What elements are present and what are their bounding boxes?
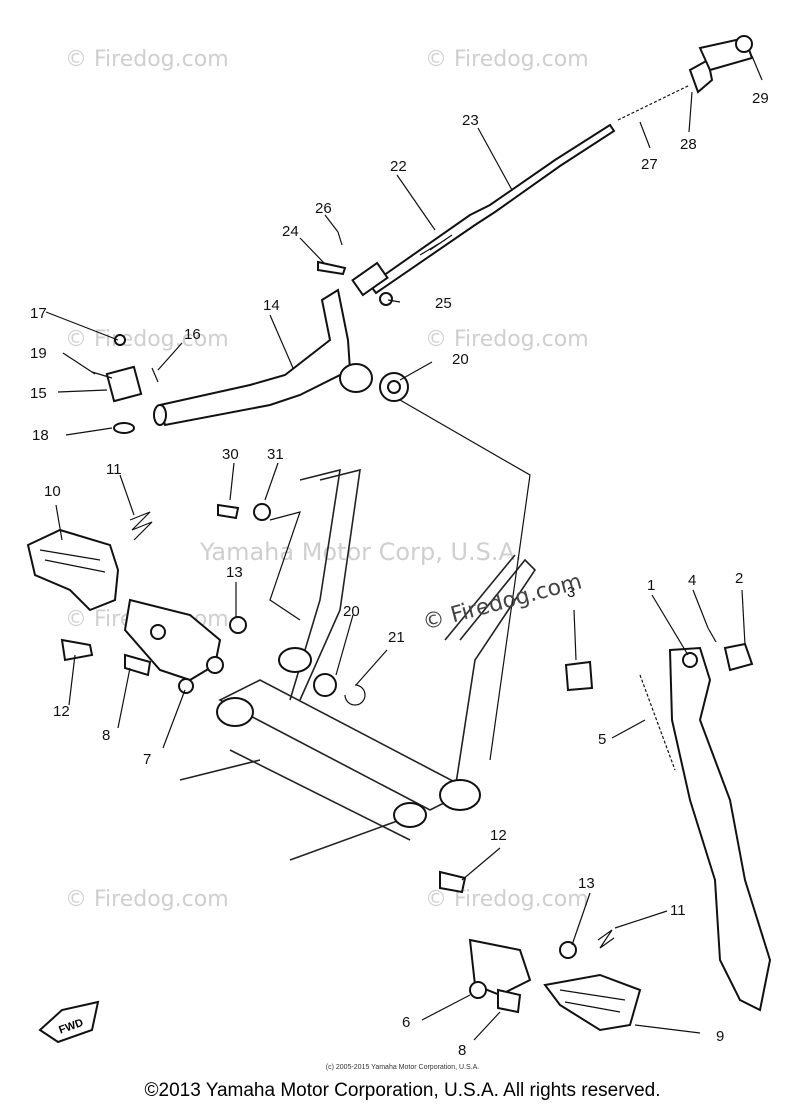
- callout-20: 20: [452, 351, 469, 368]
- callout-11b: 11: [670, 902, 686, 919]
- small-copyright: (c) 2005-2015 Yamaha Motor Corporation, …: [325, 1064, 480, 1071]
- callout-16: 16: [184, 326, 201, 343]
- callout-24: 24: [282, 223, 299, 240]
- frame-tube: [179, 399, 537, 861]
- watermark-yamaha: Yamaha Motor Corp, U.S.A.: [199, 538, 522, 566]
- callout-26: 26: [315, 200, 332, 217]
- callout-15: 15: [30, 385, 47, 402]
- callout-25: 25: [435, 295, 452, 312]
- callout-29: 29: [752, 90, 769, 107]
- callout-20b: 20: [343, 603, 360, 620]
- rod-spring: [617, 35, 754, 121]
- watermark: © Firedog.com: [425, 47, 589, 72]
- footrest-right: [439, 870, 642, 1032]
- callout-18: 18: [32, 427, 49, 444]
- callout-7: 7: [143, 751, 151, 768]
- callout-13: 13: [226, 564, 243, 581]
- seal-parts: [313, 673, 366, 706]
- callout-3: 3: [567, 584, 575, 601]
- callout-12b: 12: [490, 827, 507, 844]
- sidestand: [564, 627, 772, 1012]
- watermark: © Firedog.com: [65, 327, 229, 352]
- callout-1: 1: [647, 577, 655, 594]
- callout-9: 9: [716, 1028, 724, 1045]
- callout-8b: 8: [458, 1042, 466, 1059]
- brake-rod: [351, 123, 616, 297]
- callout-27: 27: [641, 156, 658, 173]
- callout-8: 8: [102, 727, 110, 744]
- watermark-center: © Firedog.com: [420, 569, 585, 635]
- callout-30: 30: [222, 446, 239, 463]
- callout-17: 17: [30, 305, 47, 322]
- footer-copyright: ©2013 Yamaha Motor Corporation, U.S.A. A…: [144, 1080, 661, 1101]
- callout-10: 10: [44, 483, 61, 500]
- fwd-arrow: FWD: [38, 1000, 100, 1044]
- callout-23: 23: [462, 112, 479, 129]
- callout-labels: 1 2 3 4 5 6 7 8 8 9 10 11 11 12 12 13 13…: [30, 90, 769, 1059]
- callout-19: 19: [30, 345, 47, 362]
- callout-12: 12: [53, 703, 70, 720]
- brake-pedal: [153, 288, 373, 427]
- watermark: © Firedog.com: [425, 327, 589, 352]
- callout-4: 4: [688, 572, 696, 589]
- callout-28: 28: [680, 136, 697, 153]
- callout-21: 21: [388, 629, 405, 646]
- callout-6: 6: [402, 1014, 410, 1031]
- callout-5: 5: [598, 731, 606, 748]
- callout-11: 11: [106, 461, 122, 478]
- callout-2: 2: [735, 570, 743, 587]
- callout-22: 22: [390, 158, 407, 175]
- callout-14: 14: [263, 297, 280, 314]
- watermark: © Firedog.com: [65, 47, 229, 72]
- watermark: © Firedog.com: [65, 887, 229, 912]
- footrest-left: [26, 503, 271, 694]
- watermark-group: © Firedog.com © Firedog.com © Firedog.co…: [65, 47, 589, 912]
- callout-13b: 13: [578, 875, 595, 892]
- leader-lines: [45, 55, 763, 1041]
- callout-31: 31: [267, 446, 284, 463]
